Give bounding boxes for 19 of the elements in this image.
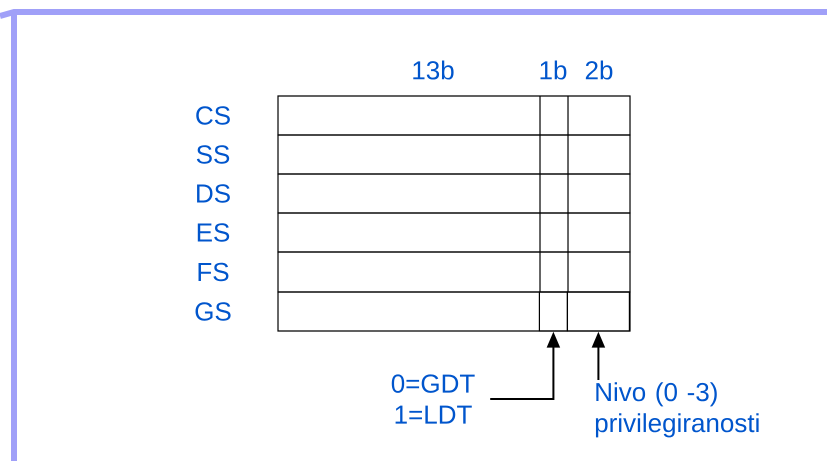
note-text: Nivo (0 -3) privilegiranosti	[596, 382, 759, 438]
register-row	[277, 291, 631, 332]
register-row	[277, 173, 631, 214]
register-name: ES	[198, 223, 230, 242]
register-row	[277, 95, 631, 136]
register-name: CS	[196, 106, 230, 125]
note-text: 0=GDT 1=LDT	[392, 374, 475, 424]
register-name: SS	[196, 145, 230, 164]
register-name: FS	[198, 262, 228, 282]
register-name: GS	[196, 302, 231, 321]
bit-cell	[566, 291, 630, 332]
bit-width-label: 2b	[586, 60, 612, 80]
bit-width-label: 13b	[413, 60, 454, 80]
bit-width-label: 1b	[540, 60, 566, 80]
register-row	[277, 134, 631, 175]
register-name: DS	[197, 184, 230, 203]
register-row	[277, 251, 631, 293]
bit-cell	[538, 291, 568, 332]
register-row	[277, 212, 631, 253]
